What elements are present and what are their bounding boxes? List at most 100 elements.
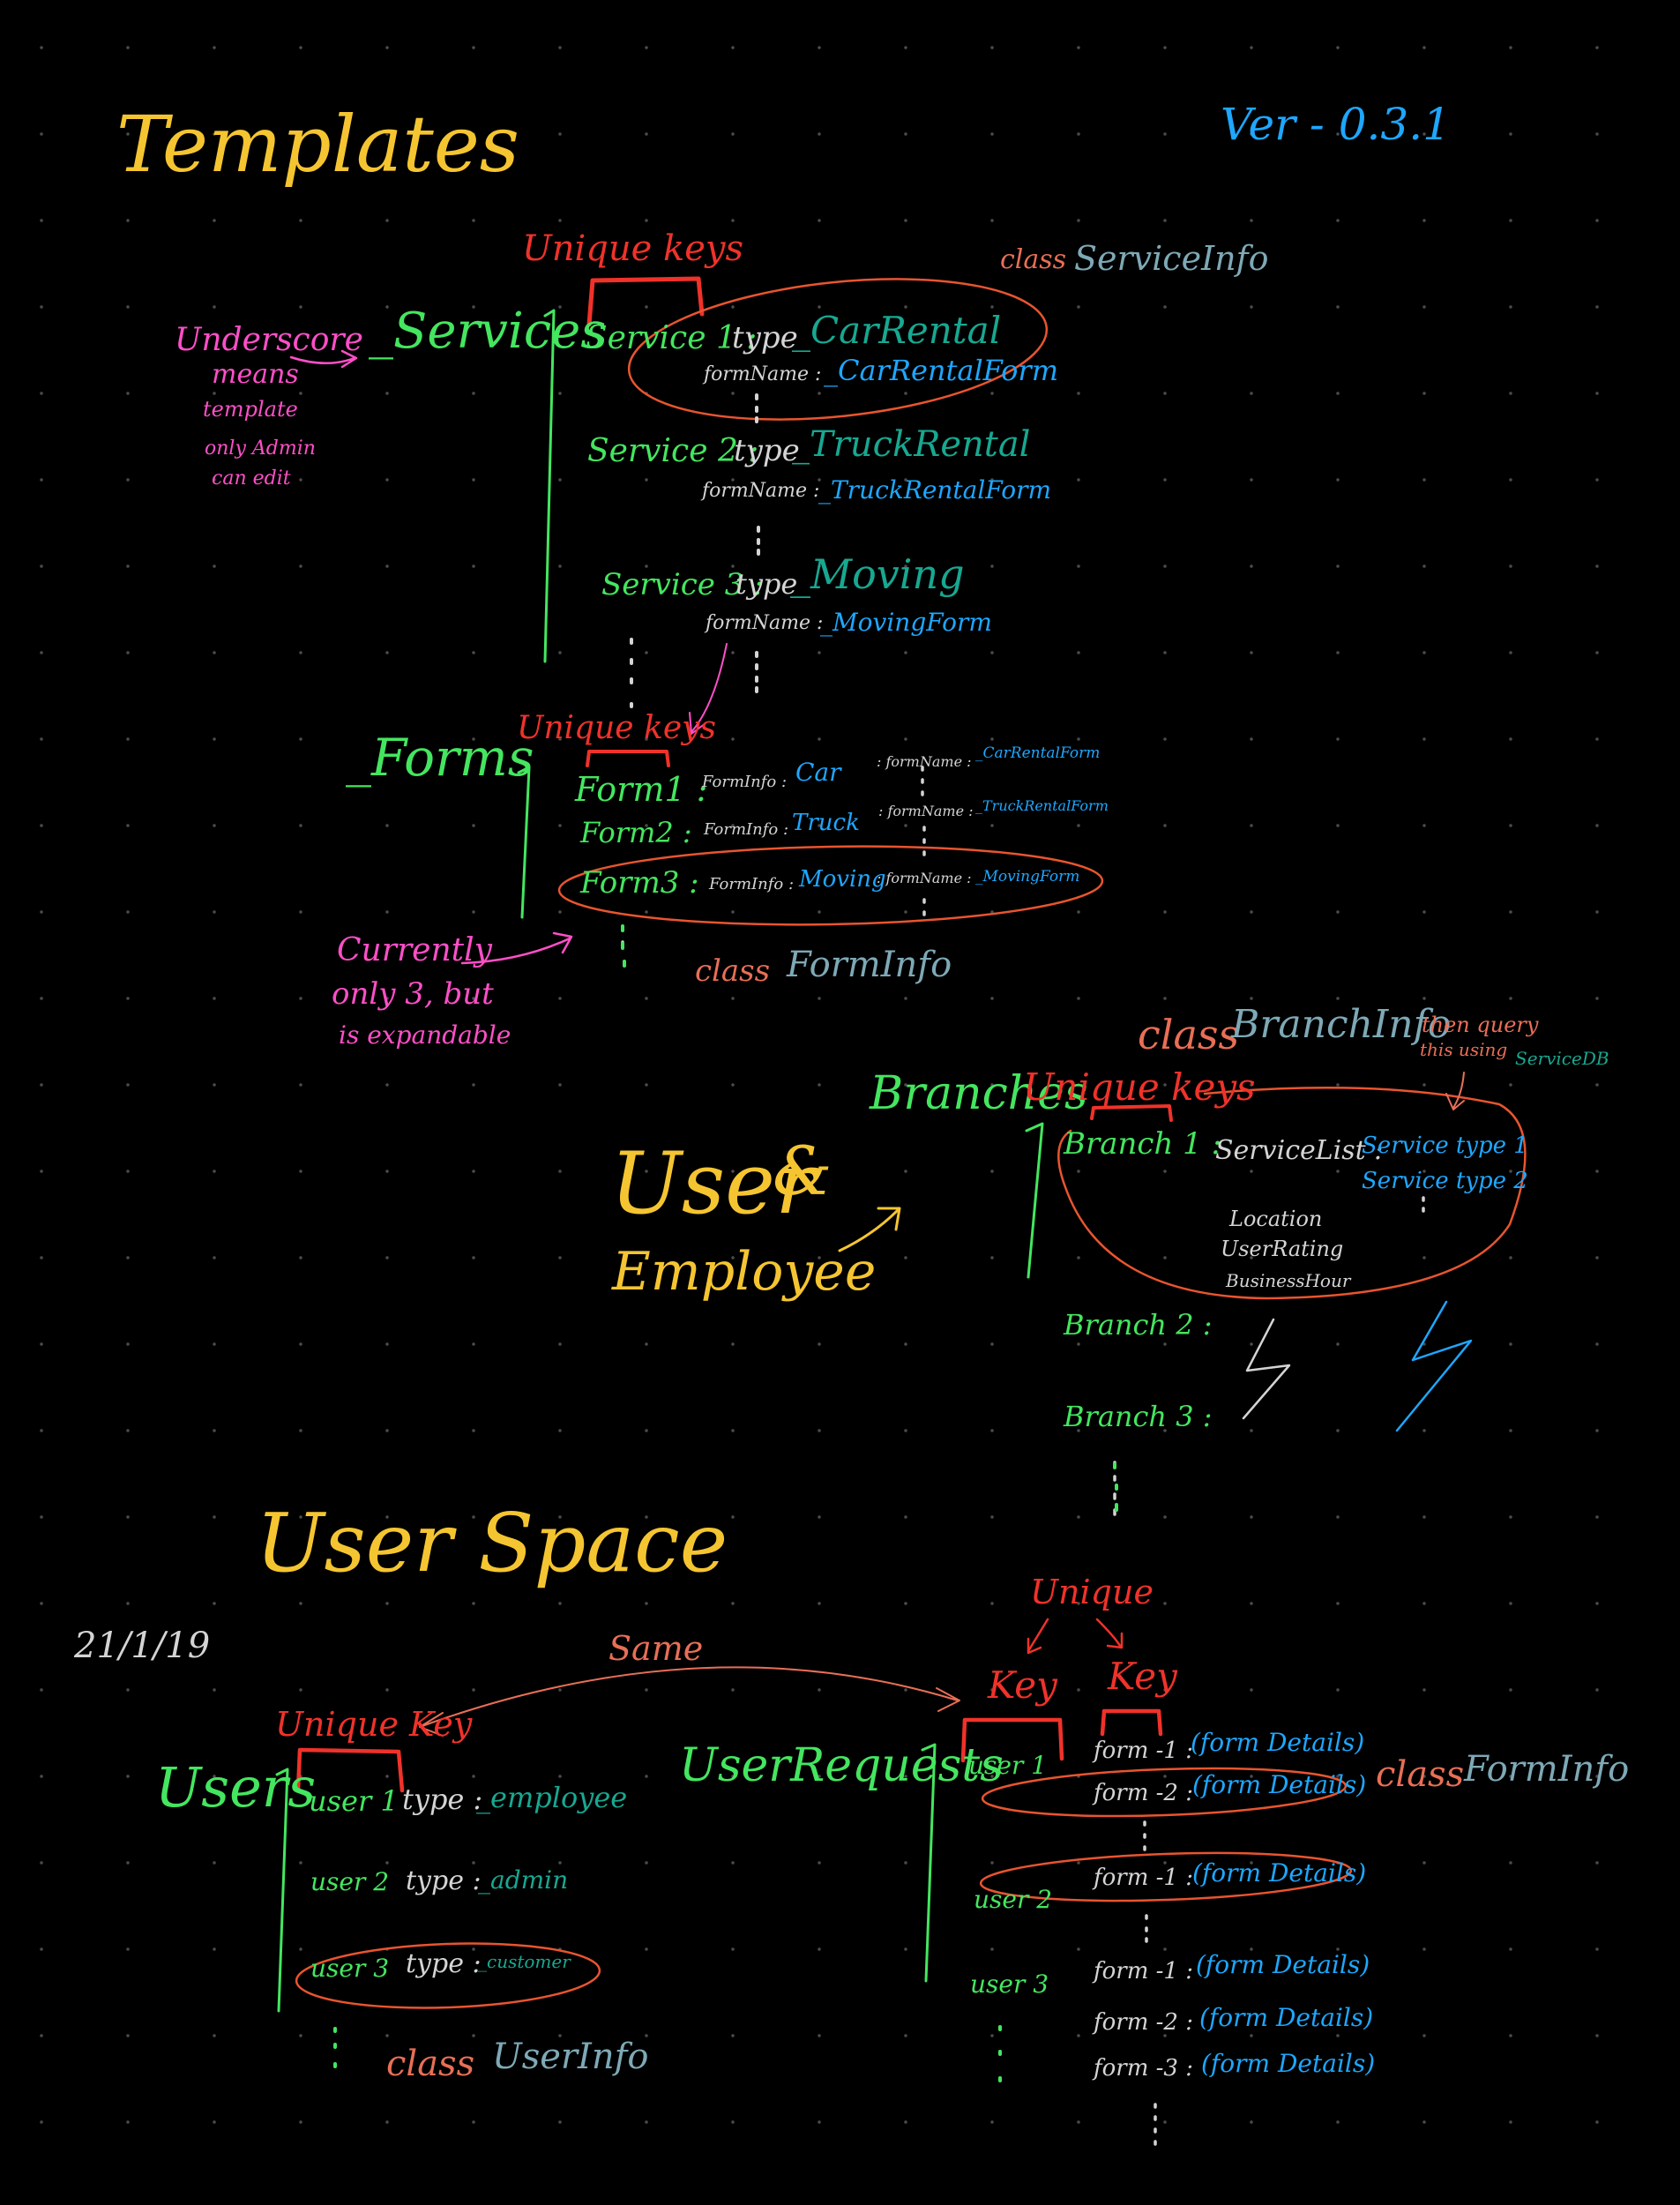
forms-label: _Forms <box>346 728 534 788</box>
requests-key1-bracket <box>960 1717 1064 1763</box>
form3-name-value: _MovingForm <box>975 868 1080 886</box>
users-bracket <box>275 1768 289 2013</box>
service3-form-label: formName : <box>706 612 824 634</box>
page-title: Templates <box>116 99 519 190</box>
service1-type-label: type <box>732 320 798 355</box>
branch1-ellipse <box>1057 1087 1527 1300</box>
service2-type-label: type <box>734 433 800 468</box>
note-line: Underscore <box>175 322 363 358</box>
req-user3-form3-details: (form Details) <box>1201 2049 1376 2078</box>
note-line: is expandable <box>339 1020 511 1050</box>
req-user3-form2-details: (form Details) <box>1199 2003 1374 2032</box>
service2-key: Service 2 : <box>587 433 759 469</box>
ampersand-label: & <box>773 1132 833 1210</box>
requests-label: UserRequests <box>679 1739 1004 1792</box>
form1-name-label: : formName : <box>877 753 972 770</box>
req-user2-form1-key: form -1 : <box>1094 1865 1193 1891</box>
requests-key2-label: Key <box>1108 1655 1177 1698</box>
form3-key: Form3 : <box>580 865 699 901</box>
service1-type-value: _CarRental <box>792 309 1002 352</box>
requests-class-word: class <box>1376 1754 1465 1795</box>
service2-type-value: _TruckRental <box>792 424 1031 465</box>
branch2-key: Branch 2 : <box>1064 1308 1213 1342</box>
form2-key: Form2 : <box>580 816 692 849</box>
req-user3: user 3 <box>970 1970 1049 1999</box>
currently-arrow <box>460 931 573 965</box>
form1-info-label: FormInfo : <box>702 773 788 791</box>
note-line: means <box>212 359 299 390</box>
services-label: _Services <box>369 303 607 360</box>
service3-type-label: type <box>735 567 798 601</box>
service2-form-value: _TruckRentalForm <box>818 475 1052 505</box>
branches-class-name: BranchInfo <box>1231 1002 1452 1047</box>
underscore-arrow <box>289 349 358 369</box>
req-user3-form1-key: form -1 : <box>1094 1958 1193 1984</box>
services-class-name: ServiceInfo <box>1074 239 1269 278</box>
user-label: User <box>610 1134 816 1233</box>
req-user3-form1-details: (form Details) <box>1196 1950 1370 1979</box>
same-label: Same <box>609 1629 704 1668</box>
services-unique-keys: Unique keys <box>522 228 744 269</box>
user1-type-value: _employee <box>476 1781 628 1814</box>
users-unique-key: Unique Key <box>275 1705 473 1744</box>
branches-keys-bracket <box>1090 1104 1173 1122</box>
form3-name-label: : formName : <box>877 870 972 886</box>
req-user1: user 1 <box>968 1751 1048 1780</box>
services-bracket <box>543 309 556 663</box>
req-user2-form1-details: (form Details) <box>1192 1858 1367 1887</box>
services-keys-bracket <box>586 276 705 327</box>
requests-key2-bracket <box>1100 1708 1163 1737</box>
ditto-mark-white <box>1242 1318 1291 1420</box>
user2-form1-ellipse <box>979 1851 1353 1902</box>
services-class-word: class <box>1000 244 1067 275</box>
branches-bracket <box>1025 1122 1044 1279</box>
req-user1-form1-details: (form Details) <box>1191 1728 1365 1757</box>
service3-type-value: _Moving <box>790 550 965 598</box>
user2-key: user 2 <box>310 1867 390 1896</box>
service1-ellipse <box>627 278 1049 421</box>
form2-name-value: _TruckRentalForm <box>975 797 1109 814</box>
user1-key: user 1 <box>309 1784 399 1818</box>
user3-type-label: type : <box>406 1948 482 1979</box>
service3-form-value: _MovingForm <box>820 608 992 637</box>
requests-key1-label: Key <box>988 1663 1057 1707</box>
form1-key: Form1 : <box>575 770 708 809</box>
note-line: template <box>203 397 298 422</box>
user1-form2-ellipse <box>981 1767 1348 1818</box>
query-db: ServiceDB <box>1515 1048 1609 1069</box>
form3-ellipse <box>557 845 1104 926</box>
forms-class-word: class <box>695 953 771 989</box>
same-arrow <box>419 1666 960 1737</box>
req-user1-form2-details: (form Details) <box>1192 1770 1367 1799</box>
version-label: Ver - 0.3.1 <box>1221 99 1451 150</box>
req-user3-form3-key: form -3 : <box>1094 2055 1193 2082</box>
query-note-line1: then query <box>1422 1013 1539 1037</box>
note-line: Currently <box>337 932 492 968</box>
req-user2: user 2 <box>974 1885 1053 1914</box>
requests-unique-label: Unique <box>1030 1573 1154 1611</box>
forms-dots-green <box>621 924 626 968</box>
user3-ellipse <box>295 1942 601 2009</box>
unique-arrow-2 <box>1095 1618 1124 1649</box>
branches-label: Branches <box>870 1067 1088 1120</box>
form1-info-value: Car <box>795 758 841 787</box>
form1-name-value: _CarRentalForm <box>975 744 1101 762</box>
form3-info-value: Moving <box>799 866 886 893</box>
requests-bracket <box>921 1743 937 1983</box>
requests-class-name: FormInfo <box>1464 1749 1630 1790</box>
query-note-line2: this using <box>1420 1039 1508 1060</box>
note-line: only Admin <box>205 437 316 460</box>
form2-name-label: : formName : <box>878 803 974 819</box>
unique-arrow-1 <box>1027 1618 1049 1655</box>
services-dots <box>630 393 760 708</box>
users-key-bracket <box>295 1747 405 1793</box>
user1-type-label: type : <box>402 1783 483 1816</box>
req-user1-form2-key: form -2 : <box>1094 1780 1193 1806</box>
user2-type-label: type : <box>406 1865 482 1896</box>
form3-info-label: FormInfo : <box>709 875 795 893</box>
formname-to-forms-arrow <box>689 643 728 735</box>
user-space-title: User Space <box>256 1496 728 1590</box>
branch1-key: Branch 1 : <box>1064 1126 1222 1162</box>
